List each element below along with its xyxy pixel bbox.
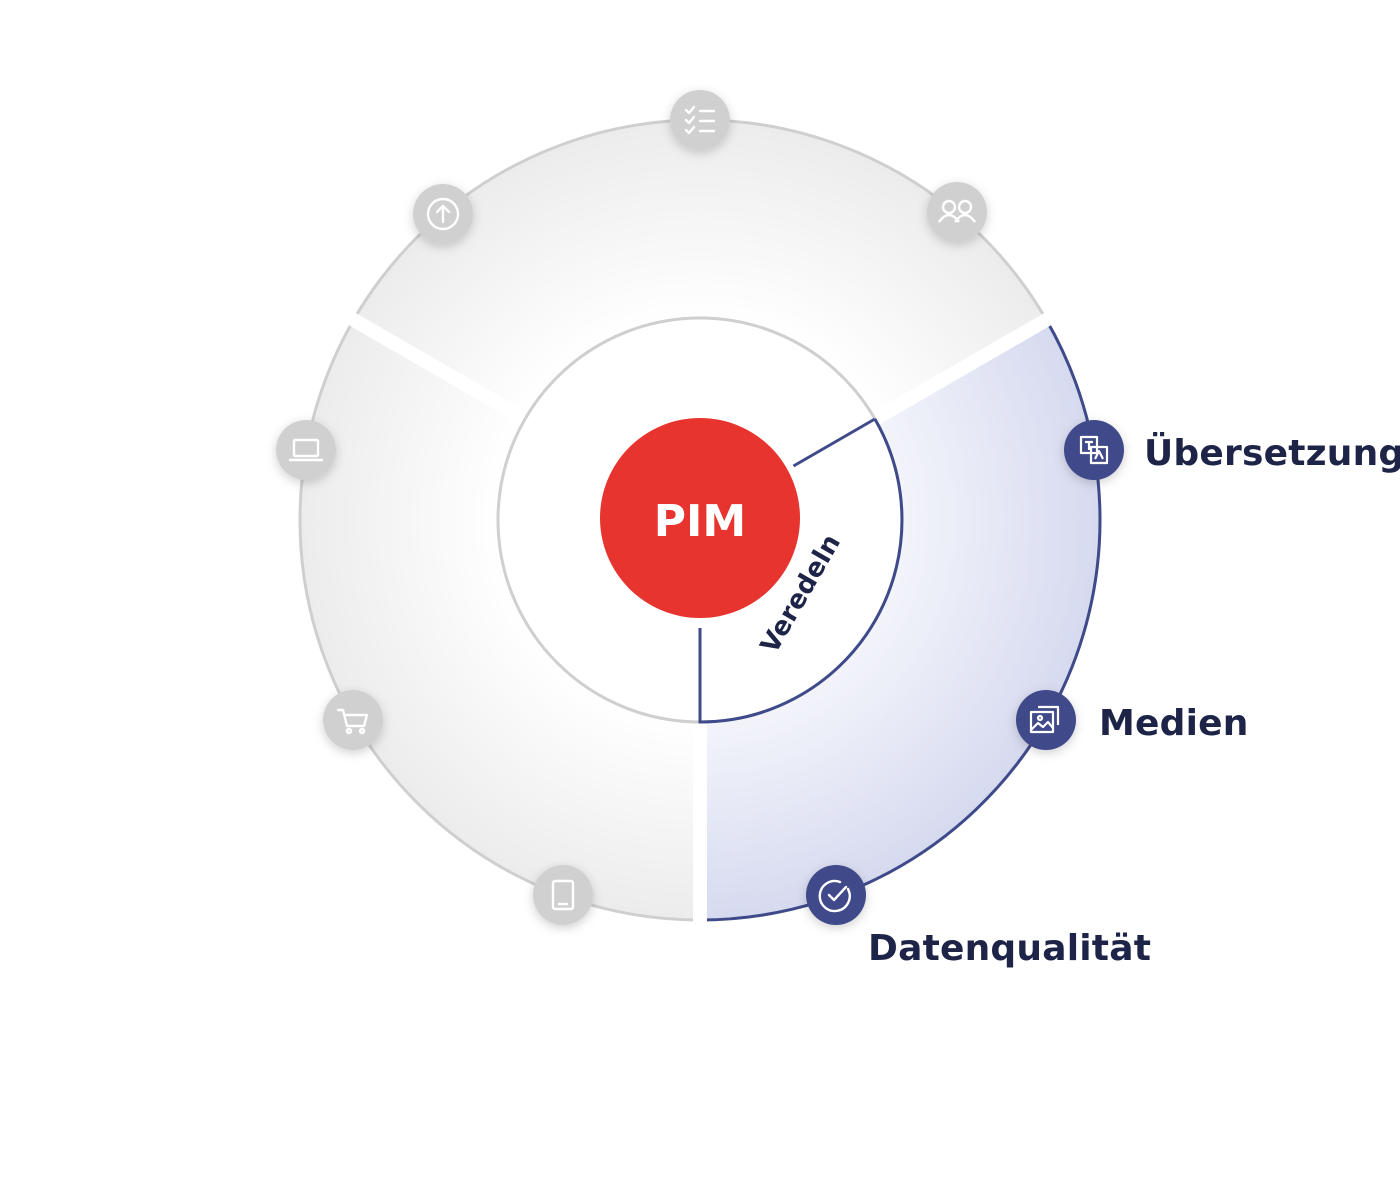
laptop-icon: [289, 438, 323, 462]
node-checklist[interactable]: [670, 90, 730, 150]
node-upload[interactable]: [413, 184, 473, 244]
check-circle-icon: [818, 879, 851, 913]
cart-icon: [336, 708, 369, 735]
node-cart[interactable]: [323, 690, 383, 750]
images-icon: [1029, 705, 1060, 734]
inner-active-wedge: [698, 417, 904, 724]
node-quality[interactable]: [806, 865, 866, 925]
node-tablet[interactable]: [533, 865, 593, 925]
node-media[interactable]: [1016, 690, 1076, 750]
checklist-icon: [684, 105, 716, 135]
label-quality: Datenqualität: [868, 928, 1151, 969]
center-circle: [600, 418, 800, 618]
tablet-icon: [551, 879, 575, 911]
center-label: PIM: [654, 496, 746, 547]
upload-icon: [426, 197, 460, 231]
label-media: Medien: [1099, 703, 1249, 744]
translate-icon: [1079, 435, 1109, 465]
node-users[interactable]: [927, 182, 987, 242]
node-translation[interactable]: [1064, 420, 1124, 480]
users-icon: [938, 199, 976, 223]
label-translation: Übersetzung: [1144, 432, 1400, 474]
node-laptop[interactable]: [276, 420, 336, 480]
